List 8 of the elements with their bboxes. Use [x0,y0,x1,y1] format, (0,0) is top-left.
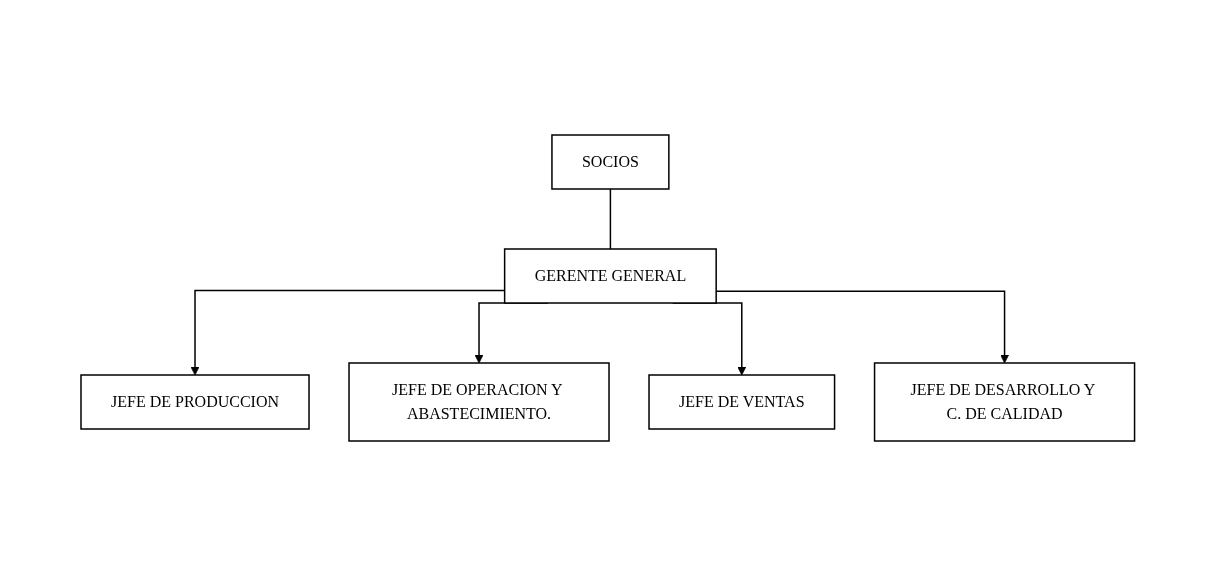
node-box: JEFE DE OPERACION Y ABASTECIMIENTO. [348,362,610,442]
node-box: SOCIOS [550,134,670,190]
arrow [715,290,1009,364]
connector [609,188,611,250]
node-box: GERENTE GENERAL [503,248,717,304]
node-box: JEFE DE PRODUCCION [79,374,310,430]
node-box: JEFE DE VENTAS [648,374,836,430]
node-box: JEFE DE DESARROLLO Y C. DE CALIDAD [873,362,1136,442]
